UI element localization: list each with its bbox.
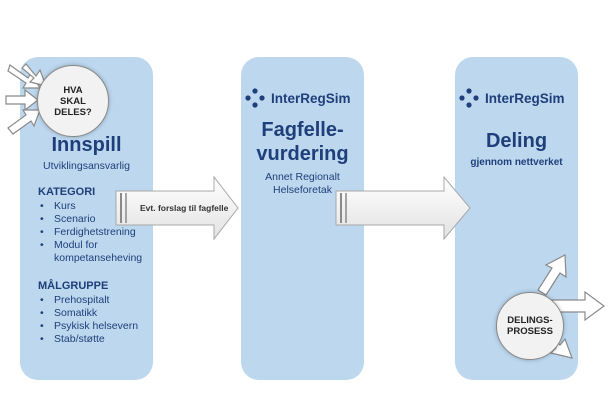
incoming-arrow-4 [21, 63, 47, 87]
bubble-line: DELES? [54, 106, 92, 118]
list-item: Stab/støtte [38, 333, 148, 346]
kategori-list: Kurs Scenario Ferdighetstrening Modul fo… [38, 200, 148, 265]
logo-text: InterRegSim [271, 90, 351, 106]
subtitle-line: Annet Regionalt [265, 171, 340, 183]
subtitle-line: Helseforetak [273, 184, 332, 196]
arrow-1-label: Evt. forslag til fagfelle [140, 203, 229, 213]
fagfellevurdering-heading: Fagfelle- vurdering [241, 118, 364, 166]
innspill-subtitle: Utviklingsansvarlig [43, 160, 130, 172]
list-item: Somatikk [38, 307, 148, 320]
deling-subtitle: gjennom nettverket [470, 157, 563, 168]
list-item: Kurs [38, 200, 148, 213]
bubble-line: SKAL [60, 95, 86, 107]
list-item: Ferdighetstrening [38, 226, 148, 239]
fagfellevurdering-subtitle: Annet Regionalt Helseforetak [241, 171, 364, 197]
flow-arrow-2 [335, 175, 471, 241]
list-item: Modul for kompetanseheving [38, 239, 148, 265]
bubble-line: DELINGS- [507, 315, 553, 326]
bubble-line: PROSESS [507, 326, 553, 337]
malgruppe-title: MÅLGRUPPE [38, 280, 109, 292]
bubble-line: HVA [63, 84, 83, 96]
incoming-arrow-2 [5, 88, 39, 112]
deling-heading: Deling [485, 130, 548, 152]
heading-line: vurdering [256, 143, 349, 165]
list-item: Prehospitalt [38, 294, 148, 307]
interregsim-logo: InterRegSim [245, 88, 351, 108]
question-bubble: HVA SKAL DELES? [37, 65, 109, 137]
kategori-title: KATEGORI [38, 186, 96, 198]
heading-line: Fagfelle- [261, 119, 344, 141]
logo-text: InterRegSim [485, 90, 565, 106]
innspill-heading: Innspill [51, 134, 122, 156]
malgruppe-list: Prehospitalt Somatikk Psykisk helsevern … [38, 294, 148, 346]
list-item: Psykisk helsevern [38, 320, 148, 333]
logo-dots-icon [459, 88, 479, 108]
delingsprosess-bubble: DELINGS- PROSESS [496, 292, 564, 360]
list-item: Scenario [38, 213, 148, 226]
logo-dots-icon [245, 88, 265, 108]
interregsim-logo: InterRegSim [459, 88, 565, 108]
outgoing-arrow-1 [537, 254, 567, 296]
incoming-arrow-3 [7, 109, 41, 135]
